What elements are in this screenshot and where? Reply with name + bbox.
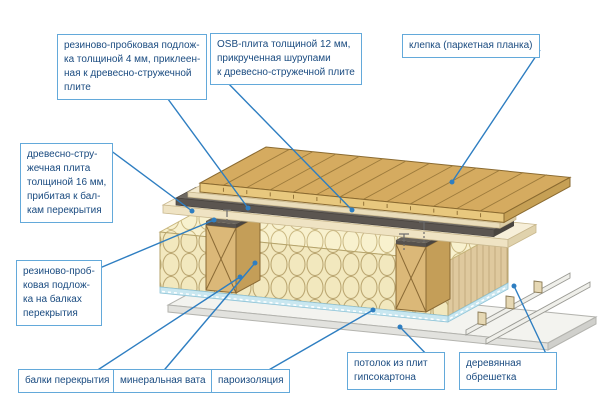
callout-chipboard: древесно-стру- жечная плита толщиной 16 … [20,143,114,223]
callout-wooden-battens: деревянная обрешетка [459,352,557,390]
callout-cork-underlay-glued: резиново-пробковая подлож- ка толщиной 4… [57,34,208,100]
callout-gypsum-ceiling: потолок из плит гипсокартона [347,352,445,390]
leader-lines [89,49,549,376]
callout-cork-underlay-beams: резиново-проб- ковая подлож- ка на балка… [16,260,102,326]
parquet-layer [198,146,572,224]
batten-rails [465,272,591,345]
callout-floor-beams: балки перекрытия [18,369,117,393]
screw-fasteners [223,209,429,251]
callout-osb-plate: OSB-плита толщиной 12 мм, прикрученная ш… [210,33,362,85]
vapor-barrier-layer [159,286,449,323]
leader-dots [189,179,517,330]
callout-parquet-plank: клепка (паркетная планка) [402,34,540,58]
callout-mineral-wool: минеральная вата [113,369,213,393]
batten-blocks [477,280,543,326]
callout-vapor-barrier: пароизоляция [211,369,291,393]
